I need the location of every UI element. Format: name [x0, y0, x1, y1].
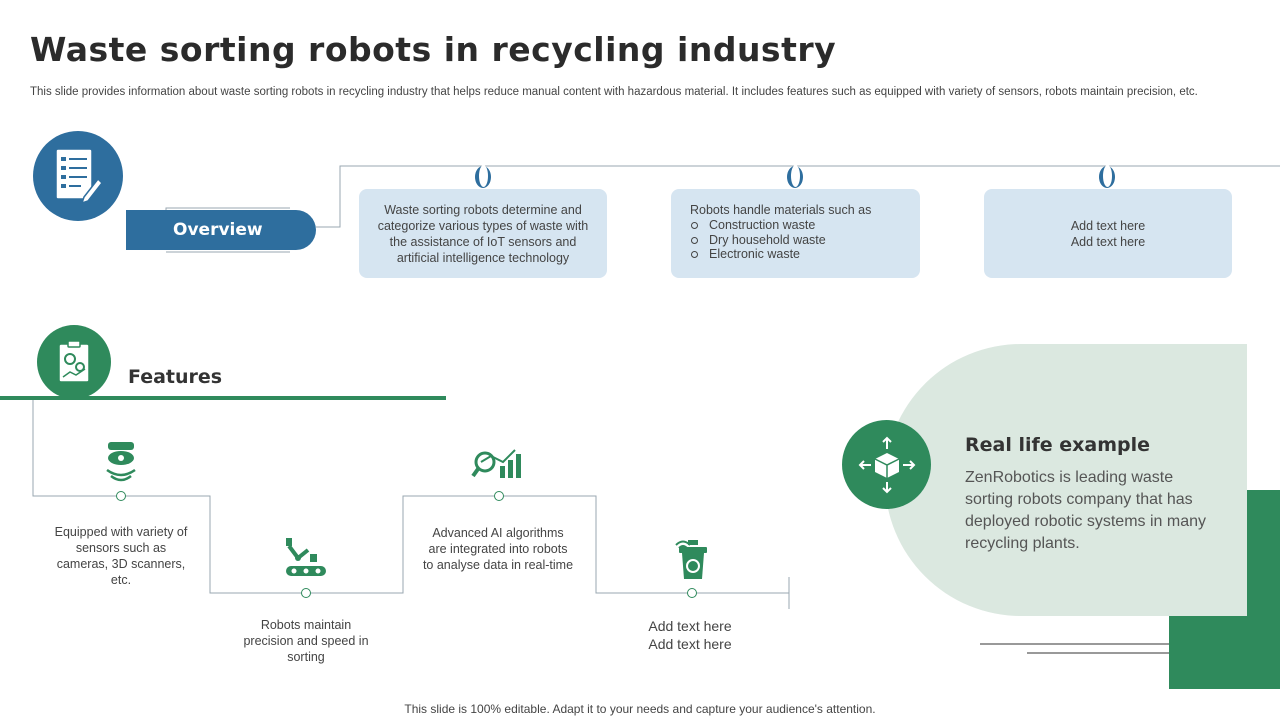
smart-recycle-bin-icon — [675, 540, 707, 579]
feature-text-2: Robots maintain precision and speed in s… — [243, 618, 369, 664]
page-title: Waste sorting robots in recycling indust… — [30, 30, 837, 69]
footer-note: This slide is 100% editable. Adapt it to… — [404, 702, 876, 716]
features-title: Features — [128, 366, 223, 388]
list-item: Construction waste — [690, 218, 920, 233]
overview-card-2: Robots handle materials such as Construc… — [671, 189, 920, 278]
real-life-panel — [885, 344, 1247, 616]
real-life-title: Real life example — [965, 434, 1151, 456]
robot-arm-icon — [286, 538, 326, 576]
overview-card-1-text: Waste sorting robots determine and categ… — [377, 202, 589, 265]
ai-analytics-icon — [471, 449, 521, 478]
placeholder-text: Add text here — [648, 618, 732, 634]
features-underline — [0, 396, 446, 400]
connector-notch-gap — [1103, 165, 1112, 187]
cube-arrows-icon — [842, 420, 931, 509]
list-item: Electronic waste — [690, 247, 920, 262]
camera-sensor-icon — [106, 442, 136, 482]
overview-card-1: Waste sorting robots determine and categ… — [359, 189, 607, 278]
overview-label: Overview — [173, 220, 263, 240]
real-life-text: ZenRobotics is leading waste sorting rob… — [965, 469, 1206, 552]
step-marker — [301, 588, 311, 598]
step-marker — [687, 588, 697, 598]
step-marker — [494, 491, 504, 501]
connector-notch-gap — [479, 165, 488, 187]
materials-list: Construction waste Dry household waste E… — [690, 218, 920, 262]
settings-clipboard-icon — [37, 325, 111, 399]
overview-label-pill: Overview — [126, 210, 426, 250]
feature-text-3: Advanced AI algorithms are integrated in… — [422, 526, 574, 572]
page-subtitle: This slide provides information about wa… — [30, 86, 1198, 98]
placeholder-text: Add text here — [1070, 234, 1146, 249]
feature-text-1: Equipped with variety of sensors such as… — [54, 525, 188, 587]
placeholder-text: Add text here — [1070, 218, 1146, 233]
placeholder-text: Add text here — [648, 636, 732, 652]
step-marker — [116, 491, 126, 501]
list-item: Dry household waste — [690, 233, 920, 248]
overview-card-3: Add text here Add text here — [984, 189, 1232, 278]
checklist-document-icon — [33, 131, 123, 221]
overview-card-2-heading: Robots handle materials such as — [690, 203, 872, 217]
connector-notch-gap — [791, 165, 800, 187]
feature-text-4: Add text here Add text here — [620, 617, 760, 653]
